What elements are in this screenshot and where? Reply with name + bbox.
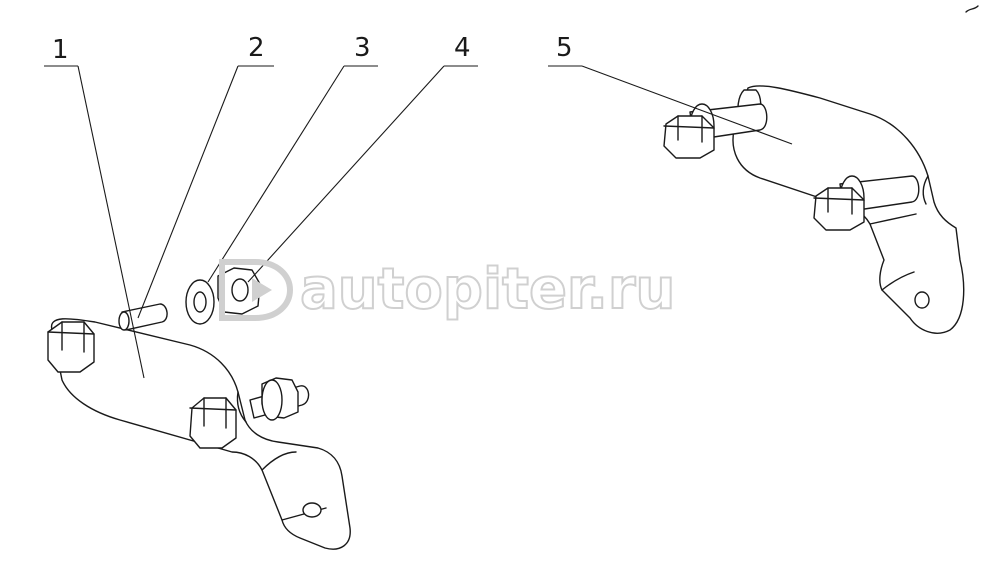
right-bracket-hole: [914, 291, 930, 309]
callout-5: 5: [556, 33, 573, 63]
left-bracket-hole: [302, 502, 322, 518]
pin: [118, 303, 168, 331]
small-nut-part: [217, 267, 261, 315]
callout-1: 1: [52, 35, 69, 65]
callout-2: 2: [248, 33, 265, 63]
right-bolt-lower: [813, 175, 920, 231]
left-bolt-lower: [189, 377, 310, 449]
left-bracket-assembly: [47, 303, 351, 550]
watermark-logo-icon: [219, 259, 294, 321]
corner-mark-icon: [965, 5, 979, 13]
washer-part: [185, 279, 215, 325]
callout-3: 3: [354, 33, 371, 63]
watermark: autopiter.ru: [219, 256, 676, 323]
callout-4: 4: [454, 33, 471, 63]
callout-numbers: 1 2 3 4 5: [52, 33, 573, 65]
leader-lines: [44, 65, 793, 379]
right-bracket-assembly: [663, 85, 965, 334]
left-bolt-head-upper: [47, 321, 95, 373]
watermark-text: autopiter.ru: [300, 257, 675, 322]
